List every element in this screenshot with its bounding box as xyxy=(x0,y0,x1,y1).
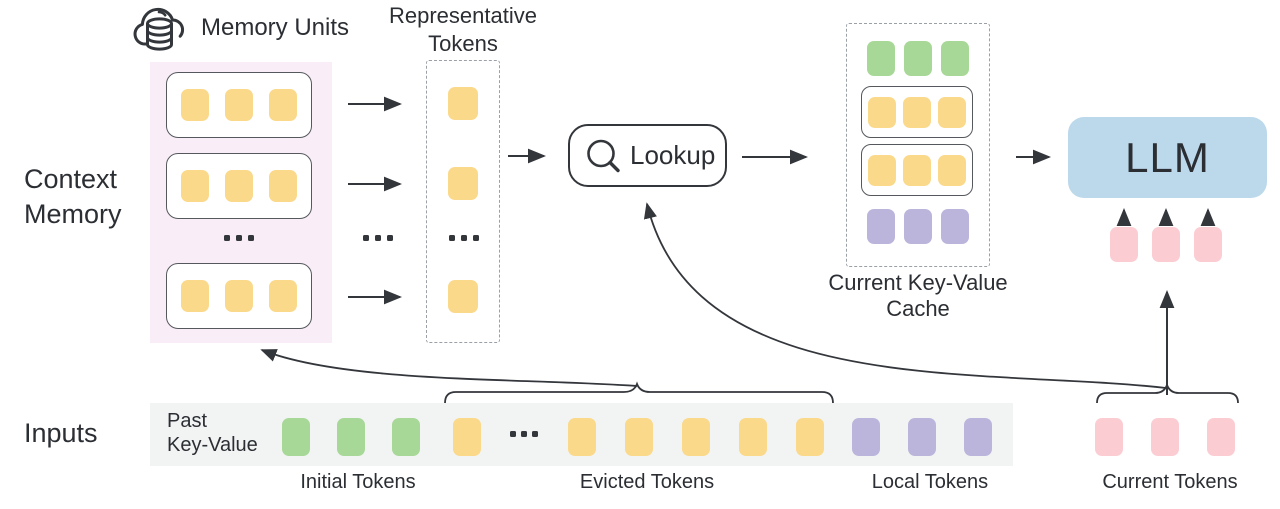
purple-token xyxy=(904,209,932,244)
yellow-token xyxy=(181,89,209,121)
green-token xyxy=(867,41,895,76)
cache-memory-unit-box xyxy=(861,86,973,138)
kv-cache-label: Current Key-Value Cache xyxy=(828,270,1008,322)
purple-token xyxy=(852,418,880,456)
inputs-label: Inputs xyxy=(24,418,98,448)
yellow-token xyxy=(625,418,653,456)
green-token xyxy=(904,41,932,76)
pink-token xyxy=(1207,418,1235,456)
yellow-token xyxy=(225,170,253,202)
local-tokens-label: Local Tokens xyxy=(871,471,989,493)
pink-token xyxy=(1152,227,1180,262)
yellow-token xyxy=(453,418,481,456)
yellow-token xyxy=(868,154,896,186)
representative-tokens-title: Representative Tokens xyxy=(389,3,537,56)
yellow-token xyxy=(448,87,478,120)
yellow-token xyxy=(181,170,209,202)
memory-unit-box xyxy=(166,263,312,329)
cache-initial-token-row xyxy=(846,41,990,76)
representative-tokens-box xyxy=(426,60,500,343)
yellow-token xyxy=(269,89,297,121)
initial-tokens-group xyxy=(282,418,420,456)
evicted-tokens-label: Evicted Tokens xyxy=(579,471,715,493)
ellipsis xyxy=(510,431,538,437)
yellow-token xyxy=(448,167,478,200)
current-tokens-under-llm xyxy=(1110,227,1222,262)
purple-token xyxy=(867,209,895,244)
lookup-box: Lookup xyxy=(568,124,727,187)
current-tokens-group xyxy=(1095,418,1235,456)
yellow-token xyxy=(739,418,767,456)
llm-box: LLM xyxy=(1068,117,1267,198)
curved-arrow-evicted-to-memory xyxy=(260,349,638,387)
yellow-token xyxy=(938,154,966,186)
brace-current-tokens xyxy=(1096,382,1239,404)
yellow-token xyxy=(682,418,710,456)
representative-token-row xyxy=(448,280,478,313)
yellow-token xyxy=(269,170,297,202)
evicted-tokens-group xyxy=(453,418,481,456)
cache-local-token-row xyxy=(846,209,990,244)
yellow-token xyxy=(938,96,966,128)
memory-units-label: Memory Units xyxy=(201,14,350,41)
purple-token xyxy=(941,209,969,244)
yellow-token xyxy=(796,418,824,456)
green-token xyxy=(282,418,310,456)
green-token xyxy=(941,41,969,76)
llm-label: LLM xyxy=(1125,133,1210,181)
representative-token-row xyxy=(448,167,478,200)
yellow-token xyxy=(568,418,596,456)
evicted-tokens-group xyxy=(568,418,824,456)
search-icon xyxy=(587,139,620,172)
yellow-token xyxy=(448,280,478,313)
current-tokens-label: Current Tokens xyxy=(1102,471,1238,493)
context-memory-label: Context Memory xyxy=(24,164,122,230)
yellow-token xyxy=(181,280,209,312)
pink-token xyxy=(1110,227,1138,262)
green-token xyxy=(392,418,420,456)
yellow-token xyxy=(903,96,931,128)
purple-token xyxy=(964,418,992,456)
local-tokens-group xyxy=(852,418,992,456)
yellow-token xyxy=(225,89,253,121)
ellipsis xyxy=(449,235,479,241)
yellow-token xyxy=(868,96,896,128)
ellipsis xyxy=(224,235,254,241)
memory-unit-box xyxy=(166,153,312,219)
lookup-label: Lookup xyxy=(630,140,716,170)
pink-token xyxy=(1194,227,1222,262)
ellipsis xyxy=(363,235,393,241)
cache-memory-unit-box xyxy=(861,144,973,196)
representative-token-row xyxy=(448,87,478,120)
pink-token xyxy=(1151,418,1179,456)
yellow-token xyxy=(269,280,297,312)
cloud-database-icon xyxy=(133,7,185,51)
past-key-value-label: Past Key-Value xyxy=(167,410,258,456)
memory-unit-box xyxy=(166,72,312,138)
brace-evicted-tokens xyxy=(444,381,834,404)
yellow-token xyxy=(225,280,253,312)
yellow-token xyxy=(903,154,931,186)
purple-token xyxy=(908,418,936,456)
green-token xyxy=(337,418,365,456)
pink-token xyxy=(1095,418,1123,456)
initial-tokens-label: Initial Tokens xyxy=(300,471,416,493)
